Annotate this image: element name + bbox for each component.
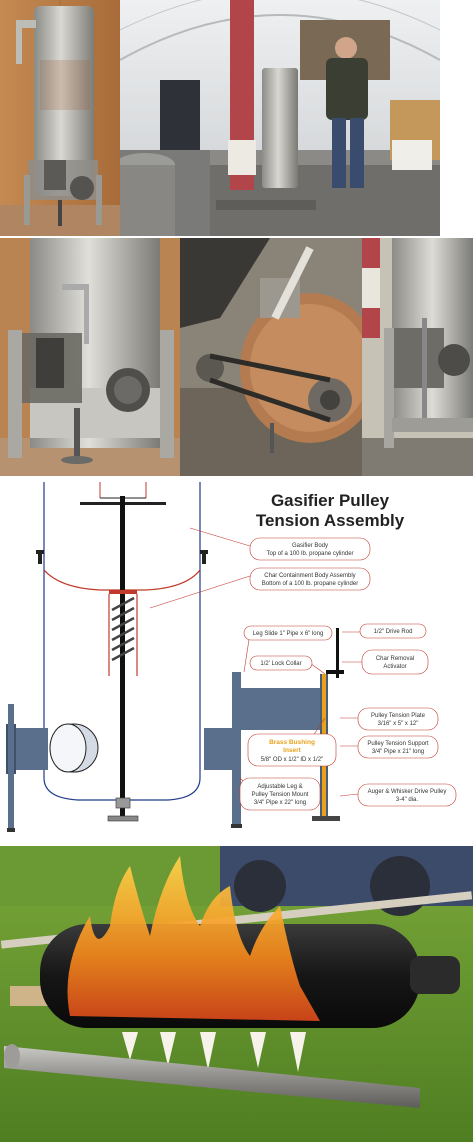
label-brass-bushing-size: 5/8" OD x 1/2" ID x 1/2": [261, 757, 323, 763]
label-char-containment-detail: Bottom of a 100 lb. propane cylinder: [262, 581, 358, 587]
photo-gasifier-side: [362, 238, 473, 476]
label-gasifier-body: Gasifier Body: [292, 543, 328, 549]
label-char-containment: Char Containment Body Assembly: [264, 573, 355, 579]
label-adjustable-leg: Adjustable Leg &: [257, 784, 302, 790]
label-char-removal: Char Removal: [376, 656, 414, 662]
label-pulley-tension-support: Pulley Tension Support: [367, 741, 429, 747]
label-auger-drive-pulley-size: 3-4" dia.: [396, 797, 418, 803]
photo-gasifier-closeup: [0, 0, 120, 236]
photo-greenhouse-workshop: [120, 0, 440, 236]
photo-belt-pulley: [180, 238, 362, 476]
label-leg-slide: Leg Slide 1" Pipe x 6" long: [253, 631, 324, 637]
label-adjustable-leg-size: 3/4" Pipe x 22" long: [254, 800, 306, 806]
label-char-removal-activator: Activator: [383, 664, 406, 670]
blank-margin: [440, 0, 473, 236]
label-lock-collar: 1/2' Lock Collar: [260, 661, 301, 667]
pulley-tension-diagram: Gasifier Pulley Tension Assembly: [0, 478, 473, 846]
label-auger-drive-pulley: Auger & Whisker Drive Pulley: [368, 789, 447, 795]
label-pulley-tension-plate-size: 3/16" x 5" x 12": [378, 721, 419, 727]
label-pulley-tension-plate: Pulley Tension Plate: [371, 713, 426, 719]
label-drive-rod: 1/2" Drive Rod: [374, 629, 413, 635]
label-brass-bushing-insert: Insert: [283, 747, 302, 754]
label-pulley-tension-support-size: 3/4" Pipe x 21" long: [372, 749, 424, 755]
diagram-title-line1: Gasifier Pulley: [271, 491, 390, 510]
label-brass-bushing: Brass Bushing: [269, 739, 315, 746]
photo-burning-tube: [0, 846, 473, 1142]
photo-gasifier-legs: [0, 238, 180, 476]
label-gasifier-body-detail: Top of a 100 lb. propane cylinder: [266, 551, 353, 557]
label-pulley-tension-mount: Pulley Tension Mount: [252, 792, 309, 798]
diagram-title-line2: Tension Assembly: [256, 511, 405, 530]
